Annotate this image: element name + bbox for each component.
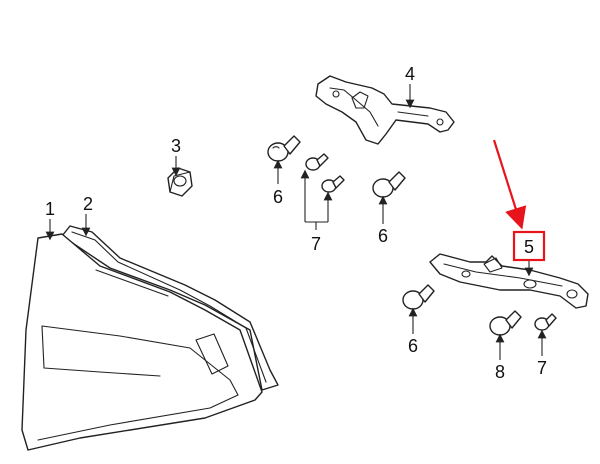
socket-nut: [167, 167, 193, 197]
bulb-6-top-left: [267, 135, 301, 162]
callout-numbers: 1 2 3 4 5 6 6 6 7 7 8: [45, 64, 547, 382]
upper-bulb-carrier: [315, 75, 455, 145]
callout-3: 3: [171, 136, 181, 156]
tail-lamp-assembly: [21, 233, 263, 451]
callout-7-top: 7: [311, 234, 321, 254]
leader-lines: [45, 84, 547, 360]
bulb-7-bottom: [534, 313, 557, 331]
callout-7-bottom: 7: [537, 358, 547, 378]
bulb-6-bottom: [402, 284, 435, 310]
bulb-7-top-b: [321, 175, 345, 193]
callout-6-top-right: 6: [378, 226, 388, 246]
bulb-6-top-right: [372, 171, 406, 198]
tail-lamp-gasket: [61, 225, 279, 391]
highlight-box: [512, 230, 546, 262]
callout-6-top-left: 6: [273, 187, 283, 207]
callout-6-bottom: 6: [408, 336, 418, 356]
lower-bulb-carrier: [429, 253, 589, 309]
callout-2: 2: [83, 194, 93, 214]
callout-1: 1: [45, 199, 55, 219]
callout-8: 8: [495, 362, 505, 382]
callout-5: 5: [524, 237, 534, 257]
highlight-arrow: [492, 139, 527, 230]
bulb-8: [489, 310, 522, 336]
callout-4: 4: [405, 64, 415, 84]
bulb-7-top-a: [305, 153, 329, 171]
